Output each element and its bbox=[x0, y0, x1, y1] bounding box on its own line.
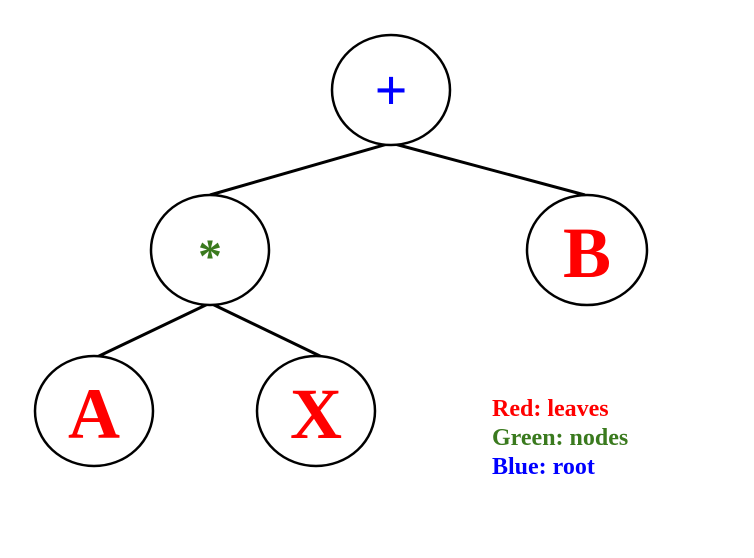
node-label-leaf-x: X bbox=[290, 374, 342, 454]
legend-item-nodes: Green: nodes bbox=[492, 425, 629, 451]
node-label-leaf-b: B bbox=[563, 213, 611, 293]
edge-operator-a bbox=[96, 301, 211, 359]
color-legend: Red: leaves Green: nodes Blue: root bbox=[492, 395, 628, 482]
edge-operator-x bbox=[209, 301, 323, 359]
node-label-operator: * bbox=[198, 230, 222, 283]
legend-item-leaves: Red: leaves bbox=[492, 396, 609, 422]
legend-item-root: Blue: root bbox=[492, 454, 595, 480]
tree-node-operator: * bbox=[149, 193, 271, 307]
edge-root-operator bbox=[209, 141, 392, 197]
tree-node-root: + bbox=[330, 33, 452, 147]
tree-node-leaf-x: X bbox=[255, 354, 377, 468]
tree-node-leaf-a: A bbox=[33, 354, 155, 468]
node-label-leaf-a: A bbox=[68, 374, 120, 454]
tree-node-leaf-b: B bbox=[525, 193, 649, 307]
node-label-root: + bbox=[374, 58, 407, 123]
edge-root-b bbox=[390, 141, 586, 197]
